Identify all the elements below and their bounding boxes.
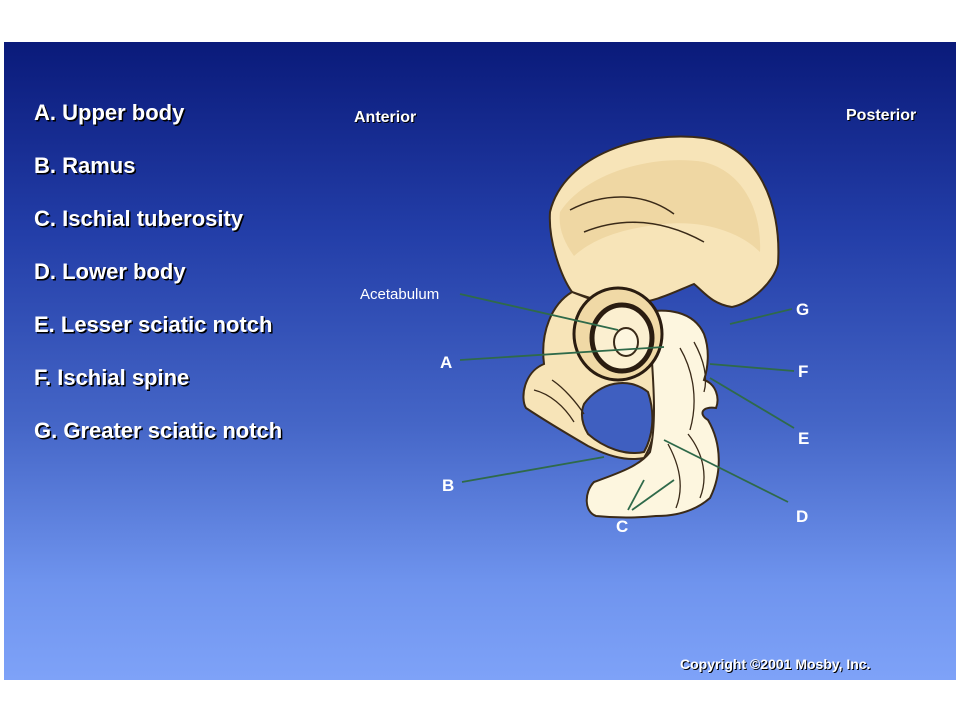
ramus-detail: [533, 379, 585, 423]
b-leader: [461, 456, 605, 483]
callout-f: F: [798, 362, 808, 381]
g-leader: [729, 308, 793, 325]
d-leader: [663, 439, 789, 503]
callout-e: E: [798, 429, 809, 448]
callout-b: B: [442, 476, 454, 495]
acetabulum-label: Acetabulum: [360, 286, 439, 303]
legend-item-e: E. Lesser sciatic notch: [34, 312, 273, 337]
legend-item-g: G. Greater sciatic notch: [34, 418, 283, 443]
ilium-shading: [559, 160, 761, 256]
callout-a: A: [440, 353, 452, 372]
ilium-crest-detail: [569, 196, 705, 243]
c-leader-2: [631, 479, 675, 511]
f-leader: [709, 363, 795, 372]
a-leader: [459, 346, 665, 361]
tuberosity-striations: [667, 341, 707, 509]
legend-item-d: D. Lower body: [34, 259, 186, 284]
slide: A. Upper body B. Ramus C. Ischial tubero…: [4, 42, 956, 680]
acetabulum-leader: [459, 293, 619, 331]
e-leader: [709, 377, 795, 429]
legend-item-f: F. Ischial spine: [34, 365, 190, 390]
c-leader-1: [627, 479, 645, 511]
legend-item-b: B. Ramus: [34, 153, 136, 178]
anterior-label: Anterior: [354, 109, 417, 126]
legend-item-a: A. Upper body: [34, 100, 185, 125]
callout-d: D: [796, 507, 808, 526]
leader-lines: [459, 293, 795, 511]
acetabulum-fossa: [613, 327, 639, 357]
hip-bone-diagram: Acetabulum A B C D E F G: [360, 135, 809, 536]
obturator-foramen: [580, 381, 654, 454]
callout-c: C: [616, 517, 628, 536]
posterior-label: Posterior: [846, 107, 917, 124]
callout-g: G: [796, 300, 809, 319]
legend-item-c: C. Ischial tuberosity: [34, 206, 244, 231]
copyright-text: Copyright ©2001 Mosby, Inc.: [680, 656, 871, 672]
ischium-shape: [585, 309, 720, 519]
